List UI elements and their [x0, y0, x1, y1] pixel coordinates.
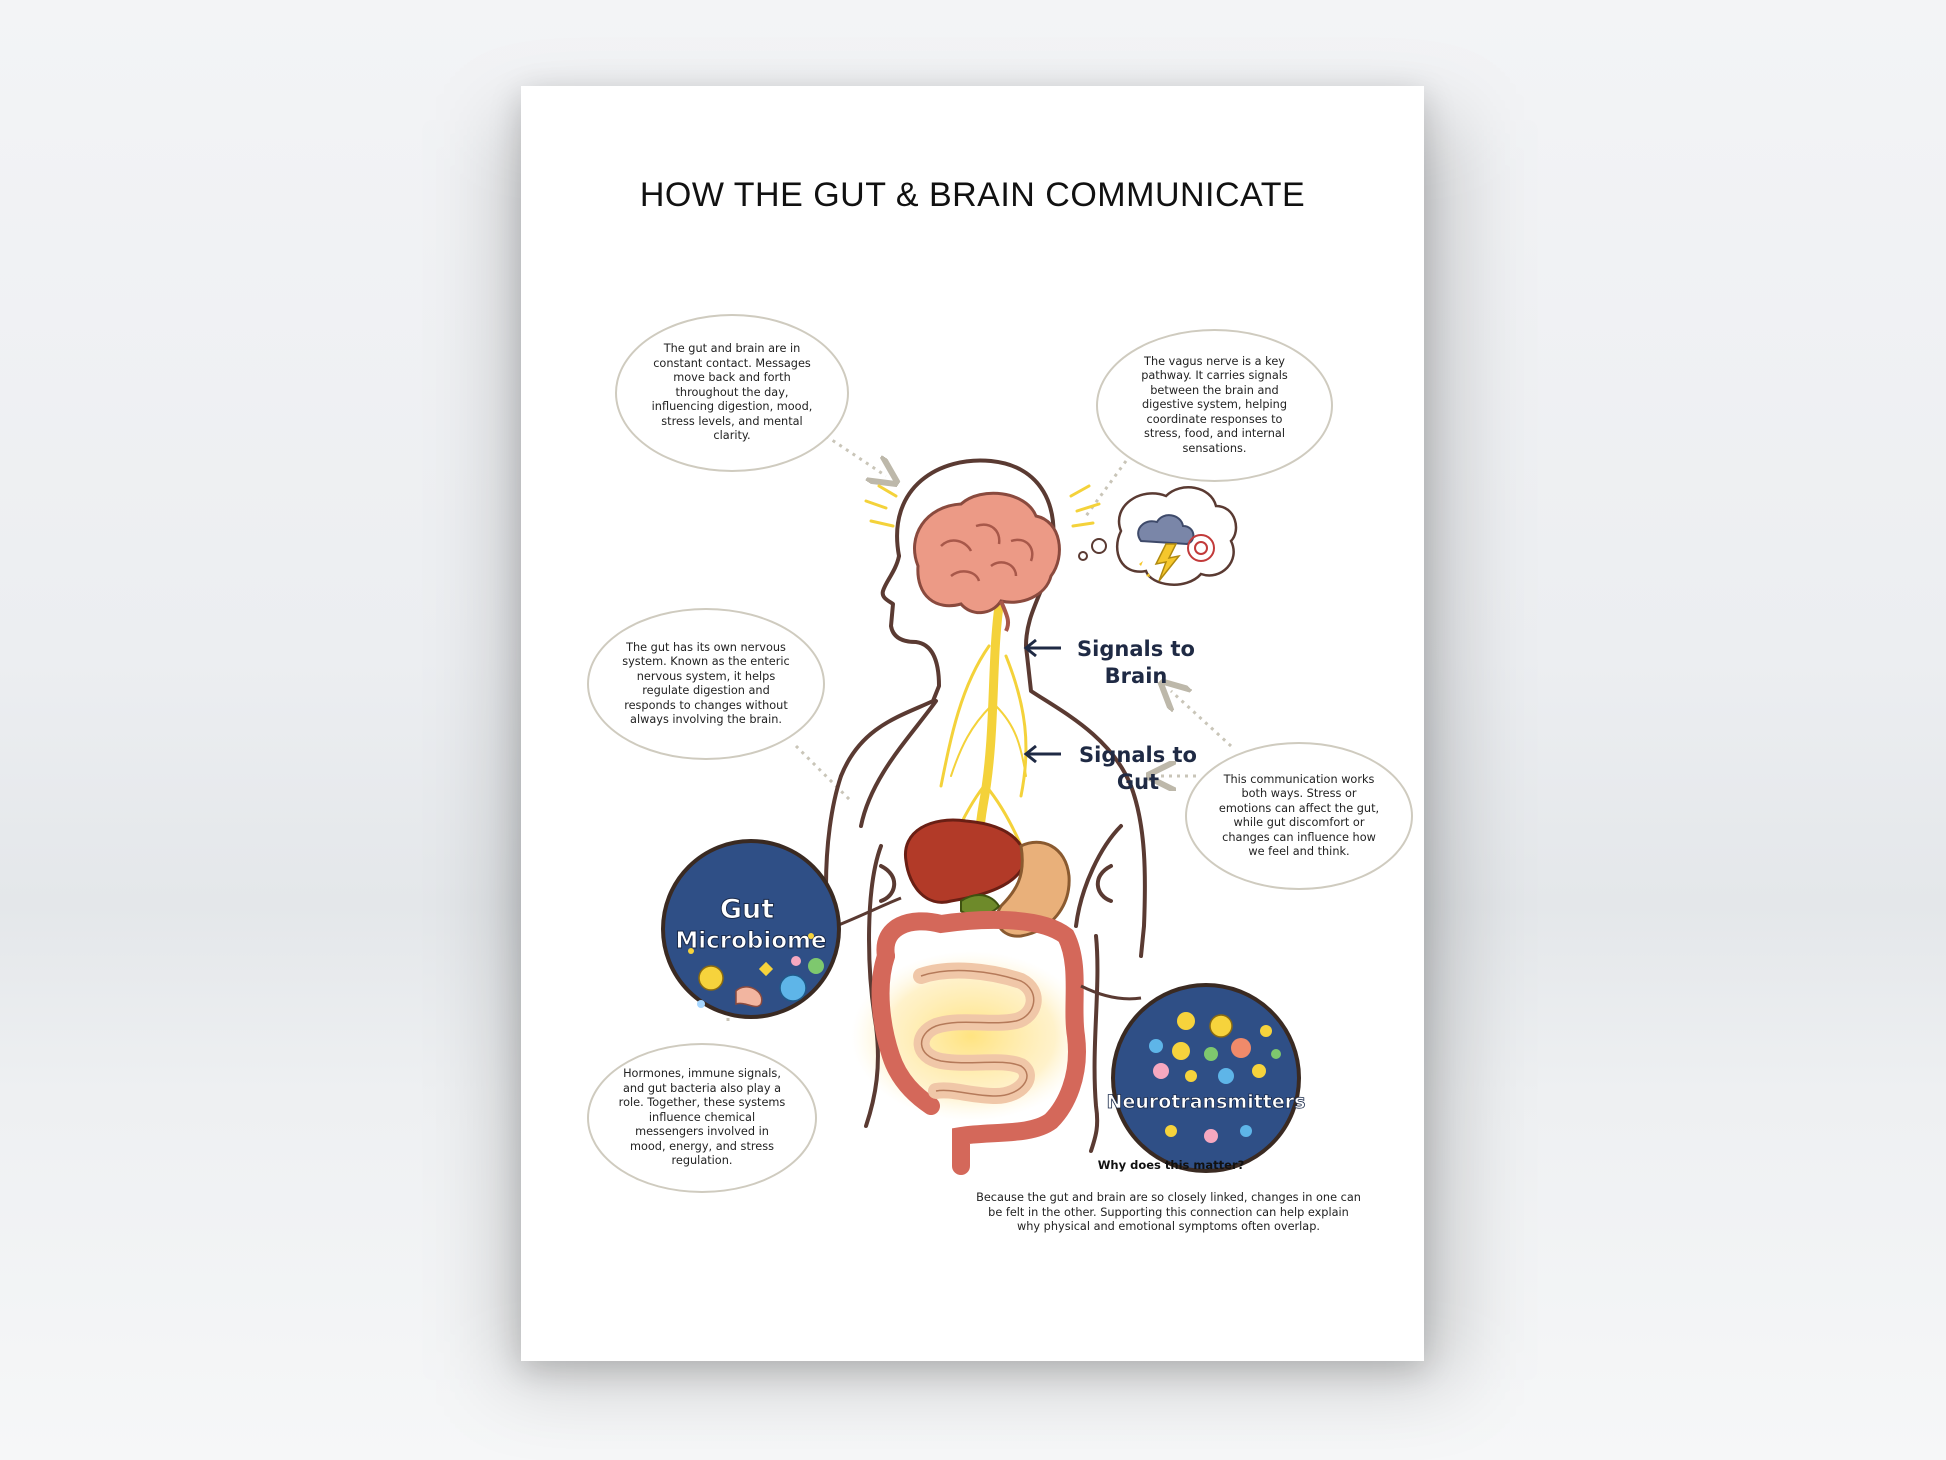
molecule-icon: [1149, 1012, 1281, 1143]
signals-brain-label-2: Brain: [1105, 664, 1168, 688]
bubble-constant-contact-text: The gut and brain are in constant contac…: [651, 342, 813, 443]
why-body: Because the gut and brain are so closely…: [976, 1191, 1361, 1233]
page-title: HOW THE GUT & BRAIN COMMUNICATE: [639, 176, 1306, 214]
poster: HOW THE GUT & BRAIN COMMUNICATE: [521, 86, 1424, 1361]
bubble-enteric-system-text: The gut has its own nervous system. Know…: [622, 640, 790, 727]
bubble-both-ways-text: This communication works both ways. Stre…: [1218, 772, 1380, 859]
signals-gut-label-2: Gut: [1117, 770, 1159, 794]
body-diagram: Gut Microbiome Neurotransmitters: [661, 434, 1306, 1175]
bubble-hormones: Hormones, immune signals, and gut bacter…: [587, 1043, 817, 1193]
thought-bubble: [1078, 486, 1238, 586]
bubble-vagus-nerve-text: The vagus nerve is a key pathway. It car…: [1141, 354, 1288, 455]
spiral-icon: [1187, 534, 1215, 562]
neurotransmitters-label: Neurotransmitters: [1107, 1091, 1306, 1113]
lightning-icon: [1154, 543, 1181, 582]
brain-rays: [864, 484, 1101, 528]
microbiome-label-2: Microbiome: [675, 928, 826, 954]
body-outline: [819, 458, 1147, 1153]
signals-brain-label-1: Signals to: [1077, 637, 1195, 661]
bubble-enteric-system: The gut has its own nervous system. Know…: [587, 608, 825, 760]
signals-gut-label-1: Signals to: [1079, 743, 1197, 767]
signals-to-gut: Signals to Gut: [1023, 743, 1197, 794]
gut-microbiome-badge: Gut Microbiome: [661, 839, 841, 1019]
bubble-constant-contact: The gut and brain are in constant contac…: [615, 314, 849, 472]
signals-to-brain: Signals to Brain: [1023, 637, 1195, 688]
liver-icon: [904, 818, 1028, 904]
bubble-vagus-nerve: The vagus nerve is a key pathway. It car…: [1096, 329, 1333, 482]
bubble-hormones-text: Hormones, immune signals, and gut bacter…: [618, 1067, 786, 1168]
neurotransmitters-badge: Neurotransmitters: [1106, 983, 1306, 1173]
bubble-both-ways: This communication works both ways. Stre…: [1185, 742, 1413, 890]
intestine-icon: [871, 910, 1086, 1175]
brain-icon: [913, 491, 1061, 632]
microbe-icon: [688, 933, 824, 1008]
why-heading: Why does this matter?: [1097, 1158, 1245, 1172]
microbiome-label-1: Gut: [720, 894, 774, 925]
